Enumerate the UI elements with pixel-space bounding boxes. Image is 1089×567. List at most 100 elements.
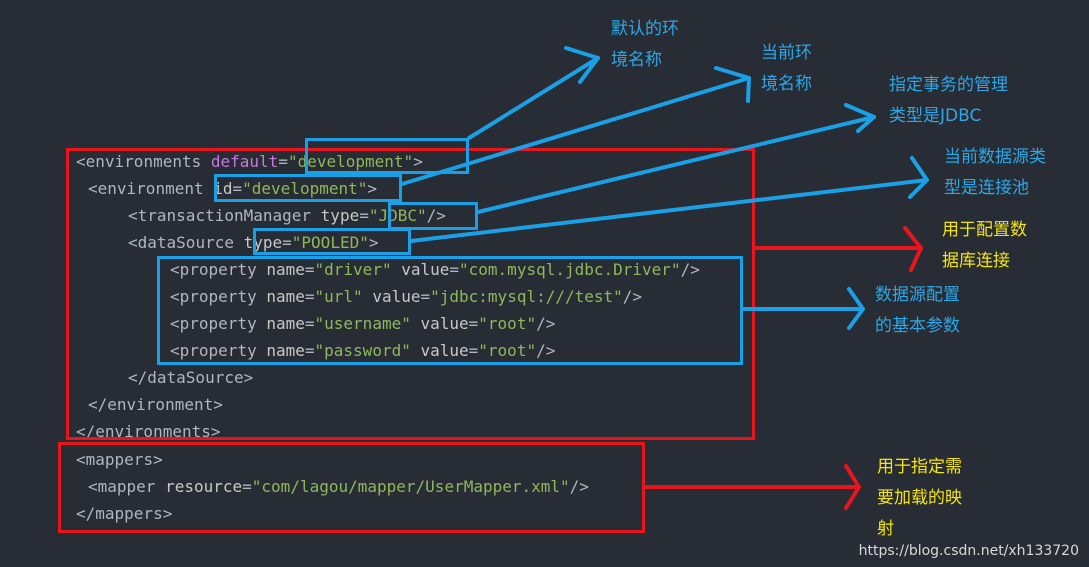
annotation-datasource-config: 用于配置数 据库连接 [942, 220, 1027, 271]
code-token: > [213, 395, 223, 414]
arrow-datasource [409, 178, 929, 243]
code-token: < [76, 152, 86, 171]
code-token: resource [165, 477, 243, 496]
code-token: < [170, 260, 180, 279]
code-token: "root" [478, 314, 537, 333]
code-token: > [162, 504, 173, 523]
code-token: property [179, 341, 267, 360]
code-line: <transactionManager type="JDBC"/> [128, 206, 446, 226]
code-token: "url" [314, 287, 363, 306]
code-token: dataSource [137, 233, 244, 252]
code-token: "com.mysql.jdbc.Driver" [459, 260, 681, 279]
code-token: /> [569, 477, 589, 496]
code-token: id [213, 179, 233, 198]
code-token: value [362, 287, 421, 306]
code-token: value [410, 314, 469, 333]
code-token: = [420, 287, 431, 306]
code-token: value [410, 341, 469, 360]
transaction-type-box [388, 202, 478, 230]
code-token: environment [107, 395, 214, 414]
code-token: value [391, 260, 450, 279]
code-line: <environment id="development"> [88, 179, 377, 199]
code-line: </environments> [76, 422, 221, 442]
annotation-datasource-type: 当前数据源类 型是连接池 [944, 147, 1046, 198]
code-token: < [76, 450, 86, 469]
id-attr-box [214, 174, 402, 202]
code-token: name [266, 314, 305, 333]
code-token: transactionManager [137, 206, 321, 225]
code-token: "driver" [314, 260, 392, 279]
code-token: mapper [97, 477, 166, 496]
code-line: </environment> [88, 395, 223, 415]
code-token: = [449, 260, 460, 279]
code-token: "username" [314, 314, 411, 333]
code-token: = [232, 179, 243, 198]
code-line: <property name="password" value="root"/> [170, 341, 555, 361]
code-line: <property name="driver" value="com.mysql… [170, 260, 700, 280]
code-token: /> [536, 314, 556, 333]
code-token: = [278, 152, 288, 171]
code-token: "development" [287, 152, 414, 171]
code-line: <property name="username" value="root"/> [170, 314, 555, 334]
code-token: < [88, 179, 98, 198]
code-token: dataSource [147, 368, 244, 387]
code-token: < [170, 314, 180, 333]
code-token: environments [85, 152, 211, 171]
code-token: name [266, 287, 305, 306]
code-token: > [210, 422, 221, 441]
code-token: property [179, 314, 267, 333]
code-token: mappers [85, 450, 154, 469]
code-token: < [88, 477, 98, 496]
arrow-transaction [476, 115, 876, 214]
code-token: > [243, 368, 254, 387]
code-token: = [468, 341, 479, 360]
arrow-default-env [467, 56, 600, 140]
code-token: </ [88, 395, 108, 414]
code-token: = [282, 233, 292, 252]
environments-box [66, 148, 755, 440]
code-token: /> [680, 260, 700, 279]
code-line: </dataSource> [128, 368, 253, 388]
code-token: "POOLED" [291, 233, 369, 252]
code-token: </ [128, 368, 148, 387]
code-token: < [170, 341, 180, 360]
code-token: property [179, 287, 267, 306]
code-token: "development" [242, 179, 368, 198]
code-token: "password" [314, 341, 411, 360]
code-token: < [128, 233, 138, 252]
code-token: environment [97, 179, 214, 198]
watermark: https://blog.csdn.net/xh133720 [858, 543, 1079, 559]
code-token: "root" [478, 341, 537, 360]
code-token: > [368, 233, 379, 252]
code-line: <environments default="development"> [76, 152, 423, 172]
code-line: </mappers> [76, 504, 172, 524]
code-token: = [468, 314, 479, 333]
code-token: name [266, 341, 305, 360]
code-token: = [304, 314, 315, 333]
code-token: </ [76, 504, 96, 523]
annotation-property-config: 数据源配置 的基本参数 [875, 285, 960, 336]
code-token: name [266, 260, 305, 279]
annotation-mappers: 用于指定需 要加载的映 射 [877, 457, 962, 539]
code-token: < [170, 287, 180, 306]
code-token: = [304, 260, 315, 279]
code-token: mappers [95, 504, 163, 523]
code-token: > [413, 152, 423, 171]
code-token: = [242, 477, 252, 496]
code-token: /> [426, 206, 446, 225]
code-line: <mappers> [76, 450, 163, 470]
default-attr-box [305, 138, 469, 174]
code-token: = [304, 341, 315, 360]
arrow-current-env [400, 76, 751, 186]
code-token: = [359, 206, 369, 225]
annotation-default-env: 默认的环 境名称 [611, 19, 679, 70]
code-block: <environments default="development"><env… [76, 152, 700, 524]
code-token: </ [76, 422, 96, 441]
properties-box [157, 256, 743, 365]
code-token: /> [622, 287, 643, 306]
code-token: default [210, 152, 279, 171]
code-token: < [128, 206, 138, 225]
code-token: type [320, 206, 360, 225]
annotation-current-env: 当前环 境名称 [761, 43, 812, 94]
